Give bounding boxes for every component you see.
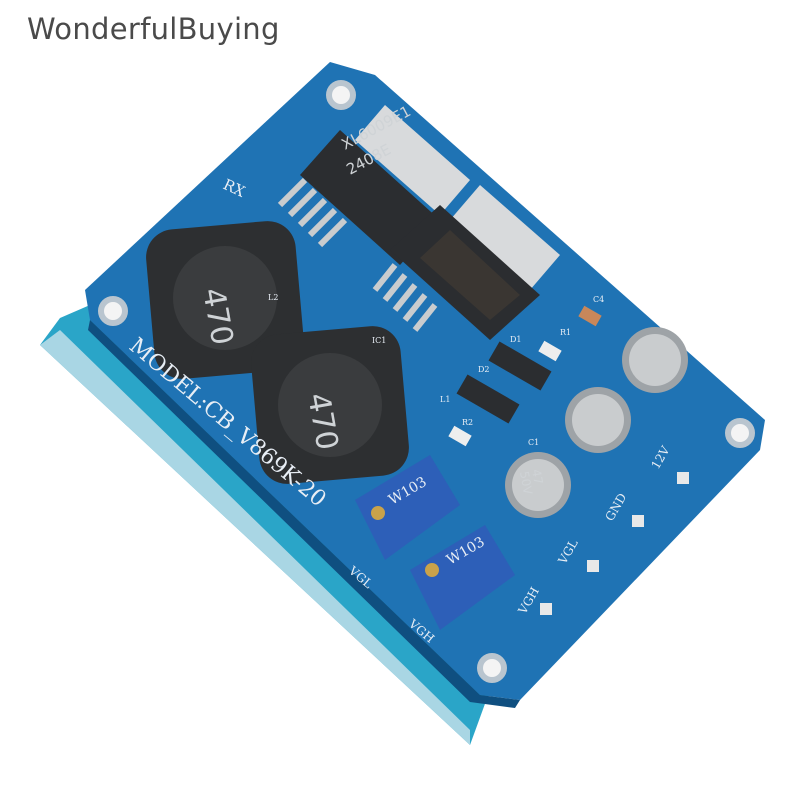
svg-text:D1: D1 [510,335,522,344]
svg-text:47: 47 [529,468,545,485]
mounting-holes [98,80,755,683]
watermark-text: WonderfulBuying [27,12,280,46]
svg-text:R2: R2 [462,418,473,427]
svg-text:50V: 50V [517,470,535,496]
inductor-l1: 470 [251,326,409,484]
diode-d2 [456,374,520,424]
svg-text:C1: C1 [528,438,539,447]
svg-text:R1: R1 [560,328,571,337]
svg-text:C4: C4 [593,295,604,304]
svg-text:L1: L1 [440,395,450,404]
svg-text:IC1: IC1 [372,336,386,345]
pcb-board [85,62,765,700]
ic-regulator-2 [372,185,560,340]
svg-text:L2: L2 [268,293,278,302]
board-rail [40,305,490,745]
svg-text:D2: D2 [478,365,490,374]
potentiometer-vgl[interactable]: W103 [355,455,460,560]
capacitors: 47 50V [505,327,688,518]
diode-d1 [488,341,552,391]
solder-pads [540,472,689,615]
